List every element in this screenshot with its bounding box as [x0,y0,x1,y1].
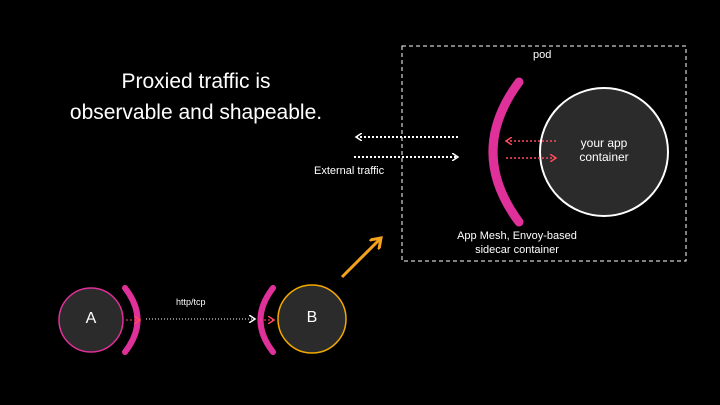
sidecar-bracket [488,77,524,227]
sidecar-label-line-2: sidecar container [475,244,559,256]
app-container-label-line-2: container [579,150,629,164]
app-container-circle [539,87,669,217]
sidecar-label-line-1: App Mesh, Envoy-based [457,230,577,242]
service-a-circle [58,287,124,353]
headline-line-2: observable and shapeable. [69,101,323,124]
service-b-circle [277,284,347,354]
app-container-label-line-1: your app [580,136,628,150]
service-b-bracket [257,285,276,355]
headline-line-1: Proxied traffic is [121,70,271,93]
http-tcp-label: http/tcp [176,297,206,307]
service-a-label: A [85,310,97,327]
sidecar-label: App Mesh, Envoy-based sidecar container [442,229,592,257]
pod-label: pod [533,49,552,61]
app-container-label: your app container [554,136,654,164]
pod-boundary [401,45,687,262]
service-b-label: B [306,309,318,326]
external-traffic-label: External traffic [314,165,385,177]
headline: Proxied traffic is observable and shapea… [56,66,336,128]
b-to-pod-arrow [340,238,381,279]
